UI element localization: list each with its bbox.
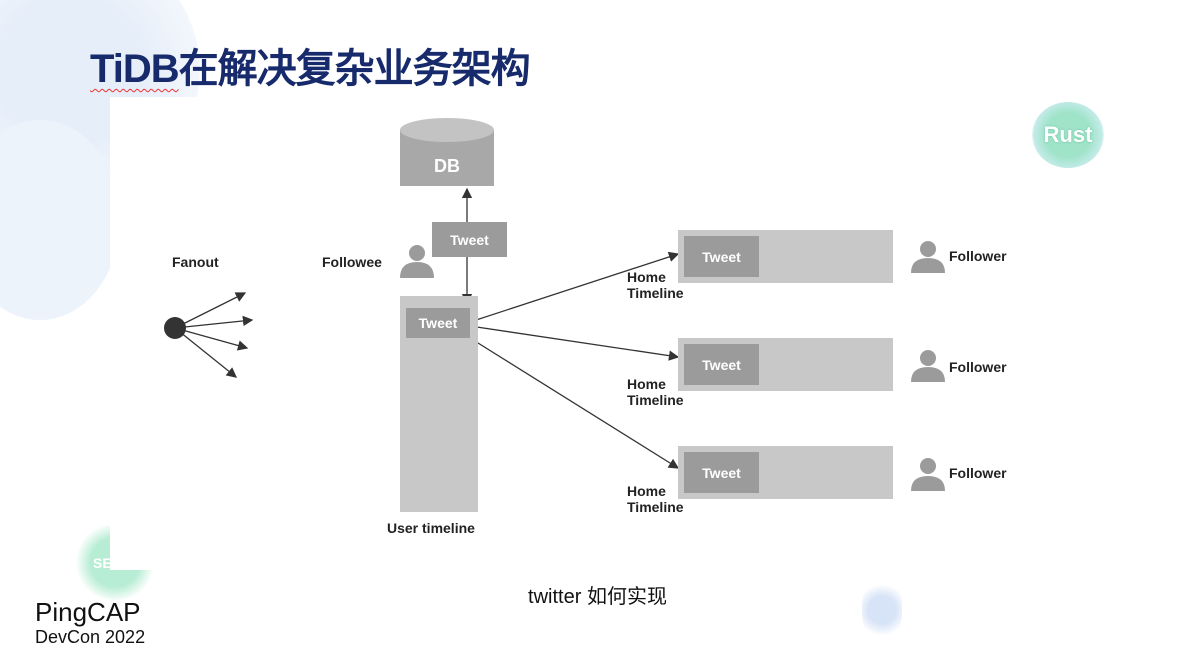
- title-tidb: TiDB: [90, 47, 180, 91]
- follower-person-icon: [911, 241, 945, 273]
- fanout-to-home-arrow: [469, 325, 680, 361]
- user-timeline-label: User timeline: [387, 520, 475, 536]
- brand-logo: PingCAP DevCon 2022: [35, 598, 145, 648]
- follower-person-icon: [911, 458, 945, 491]
- follower-label: Follower: [949, 465, 1007, 481]
- title-cn: 在解决复杂业务架构: [178, 47, 531, 91]
- decor-rust-badge: Rust: [1032, 102, 1104, 168]
- home-label-line1: Home: [627, 269, 666, 285]
- fanout-arrow: [174, 327, 238, 378]
- home-label-line2: Timeline: [627, 392, 684, 408]
- fanout-arrow: [174, 292, 247, 329]
- home-timeline-tweet: Tweet: [684, 236, 759, 277]
- home-label-line2: Timeline: [627, 285, 684, 301]
- brand-event: DevCon 2022: [35, 627, 146, 647]
- follower-person-icon: [911, 350, 945, 382]
- home-timeline-tweet: Tweet: [684, 344, 759, 385]
- follower-label: Follower: [949, 248, 1007, 264]
- fanout-label: Fanout: [172, 254, 219, 270]
- fanout-to-home-arrow: [469, 251, 680, 323]
- follower-label: Follower: [949, 359, 1007, 375]
- followee-person-icon: [400, 245, 434, 278]
- fanout-to-home-arrow: [469, 337, 680, 469]
- user-timeline-tweet: Tweet: [406, 308, 470, 338]
- fanout-arrow: [174, 315, 254, 329]
- db-label: DB: [434, 156, 460, 176]
- diagram-panel: [110, 97, 1200, 570]
- fanout-arrow: [174, 327, 249, 351]
- fanout-node: [164, 317, 186, 339]
- home-timeline-tweet: Tweet: [684, 452, 759, 493]
- home-label-line2: Timeline: [627, 499, 684, 515]
- page-title: TiDB在解决复杂业务架构: [90, 36, 531, 94]
- tweet-box: Tweet: [432, 222, 507, 257]
- followee-label: Followee: [322, 254, 382, 270]
- decor-astronaut: [862, 582, 902, 638]
- brand-name: PingCAP: [35, 597, 141, 627]
- subtitle-caption: twitter 如何实现: [528, 586, 667, 608]
- db-cylinder-icon: [400, 118, 494, 186]
- home-label-line1: Home: [627, 376, 666, 392]
- home-label-line1: Home: [627, 483, 666, 499]
